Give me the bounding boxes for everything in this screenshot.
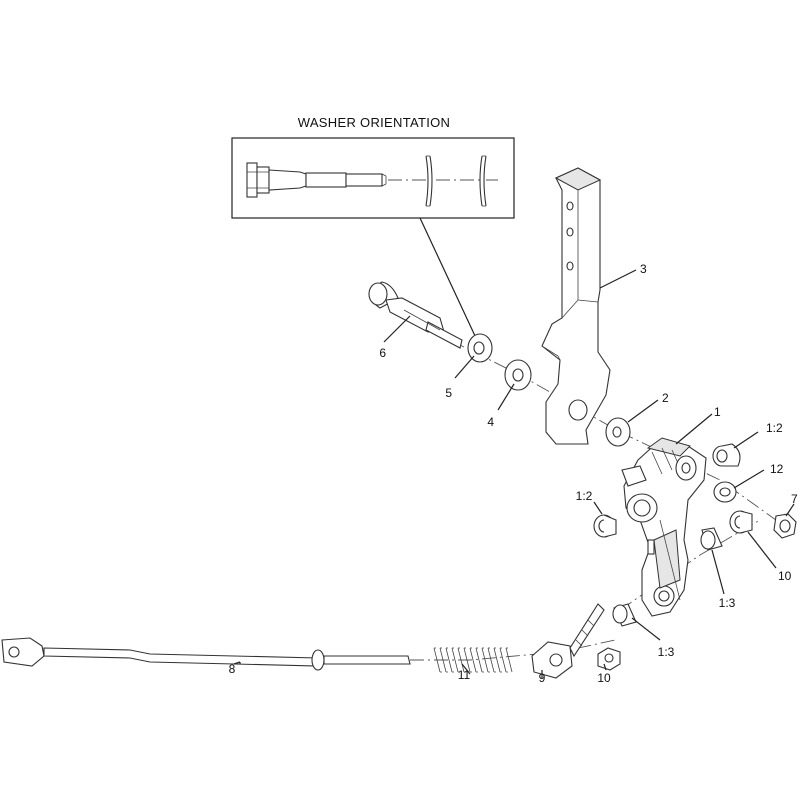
leader-10a <box>747 531 777 569</box>
leader-12 <box>733 469 765 489</box>
callout-1-2-upper: 1:2 <box>766 421 783 435</box>
callout-1-2-lower: 1:2 <box>576 489 593 503</box>
callout-11: 11 <box>458 668 471 682</box>
part-1-2-bushing-lower <box>593 514 617 538</box>
part-6-shoulder-bolt <box>368 281 463 349</box>
inset-bolt <box>246 162 387 198</box>
part-3-pedal-arm <box>541 167 611 445</box>
callout-labels: 3 6 5 4 2 1 1:2 12 7 1:2 10 1:3 1:3 8 11… <box>229 262 798 685</box>
assembly-axis-lower <box>410 639 616 661</box>
leader-1-3b <box>631 617 661 641</box>
inset-washer-a <box>425 155 433 207</box>
leader-2 <box>627 399 659 423</box>
leader-1-2a <box>733 431 759 449</box>
part-1-2-bushing-upper <box>712 443 741 467</box>
part-9-clevis <box>531 603 605 679</box>
leader-1-2b <box>593 501 603 515</box>
part-12-washer <box>713 481 737 503</box>
callout-8: 8 <box>229 662 236 676</box>
part-2-washer <box>605 417 631 447</box>
callout-5: 5 <box>445 386 452 400</box>
part-1-3-spacer-left <box>612 603 637 627</box>
callout-10-upper: 10 <box>778 569 792 583</box>
inset-washer-b <box>479 155 487 207</box>
callout-4: 4 <box>487 415 494 429</box>
callout-6: 6 <box>379 346 386 360</box>
callout-1-3-right: 1:3 <box>719 596 736 610</box>
leader-3 <box>599 269 637 289</box>
callout-1-3-left: 1:3 <box>658 645 675 659</box>
callout-7: 7 <box>791 492 798 506</box>
leader-7 <box>785 503 795 517</box>
callout-9: 9 <box>539 671 546 685</box>
assembly-axis-upper <box>429 329 791 531</box>
callout-12: 12 <box>770 462 784 476</box>
leader-1 <box>675 413 713 445</box>
callout-2: 2 <box>662 391 669 405</box>
inset-leader <box>419 217 477 339</box>
callout-3: 3 <box>640 262 647 276</box>
part-1-bracket-assembly <box>621 437 707 617</box>
callout-10-lower: 10 <box>597 671 611 685</box>
leader-5 <box>454 355 475 379</box>
part-8-rod <box>1 637 411 671</box>
part-11-spring <box>433 647 513 673</box>
leader-lines <box>233 269 795 678</box>
inset-title: WASHER ORIENTATION <box>298 115 451 130</box>
washer-orientation-inset: WASHER ORIENTATION <box>231 115 515 339</box>
part-10-flange-nut-lower <box>597 647 621 671</box>
inset-frame <box>231 137 515 219</box>
leader-11 <box>461 663 471 675</box>
part-5-washer <box>467 333 493 363</box>
leader-8 <box>233 661 241 665</box>
part-1-3-spacer-right <box>700 527 723 551</box>
leader-4 <box>497 383 515 411</box>
leader-10b <box>603 663 607 671</box>
part-7-nut <box>773 513 797 539</box>
callout-1: 1 <box>714 405 721 419</box>
leader-1-3a <box>711 549 725 595</box>
part-10-flange-nut-upper <box>729 510 753 534</box>
part-4-washer <box>504 359 532 391</box>
leader-6 <box>383 315 411 343</box>
